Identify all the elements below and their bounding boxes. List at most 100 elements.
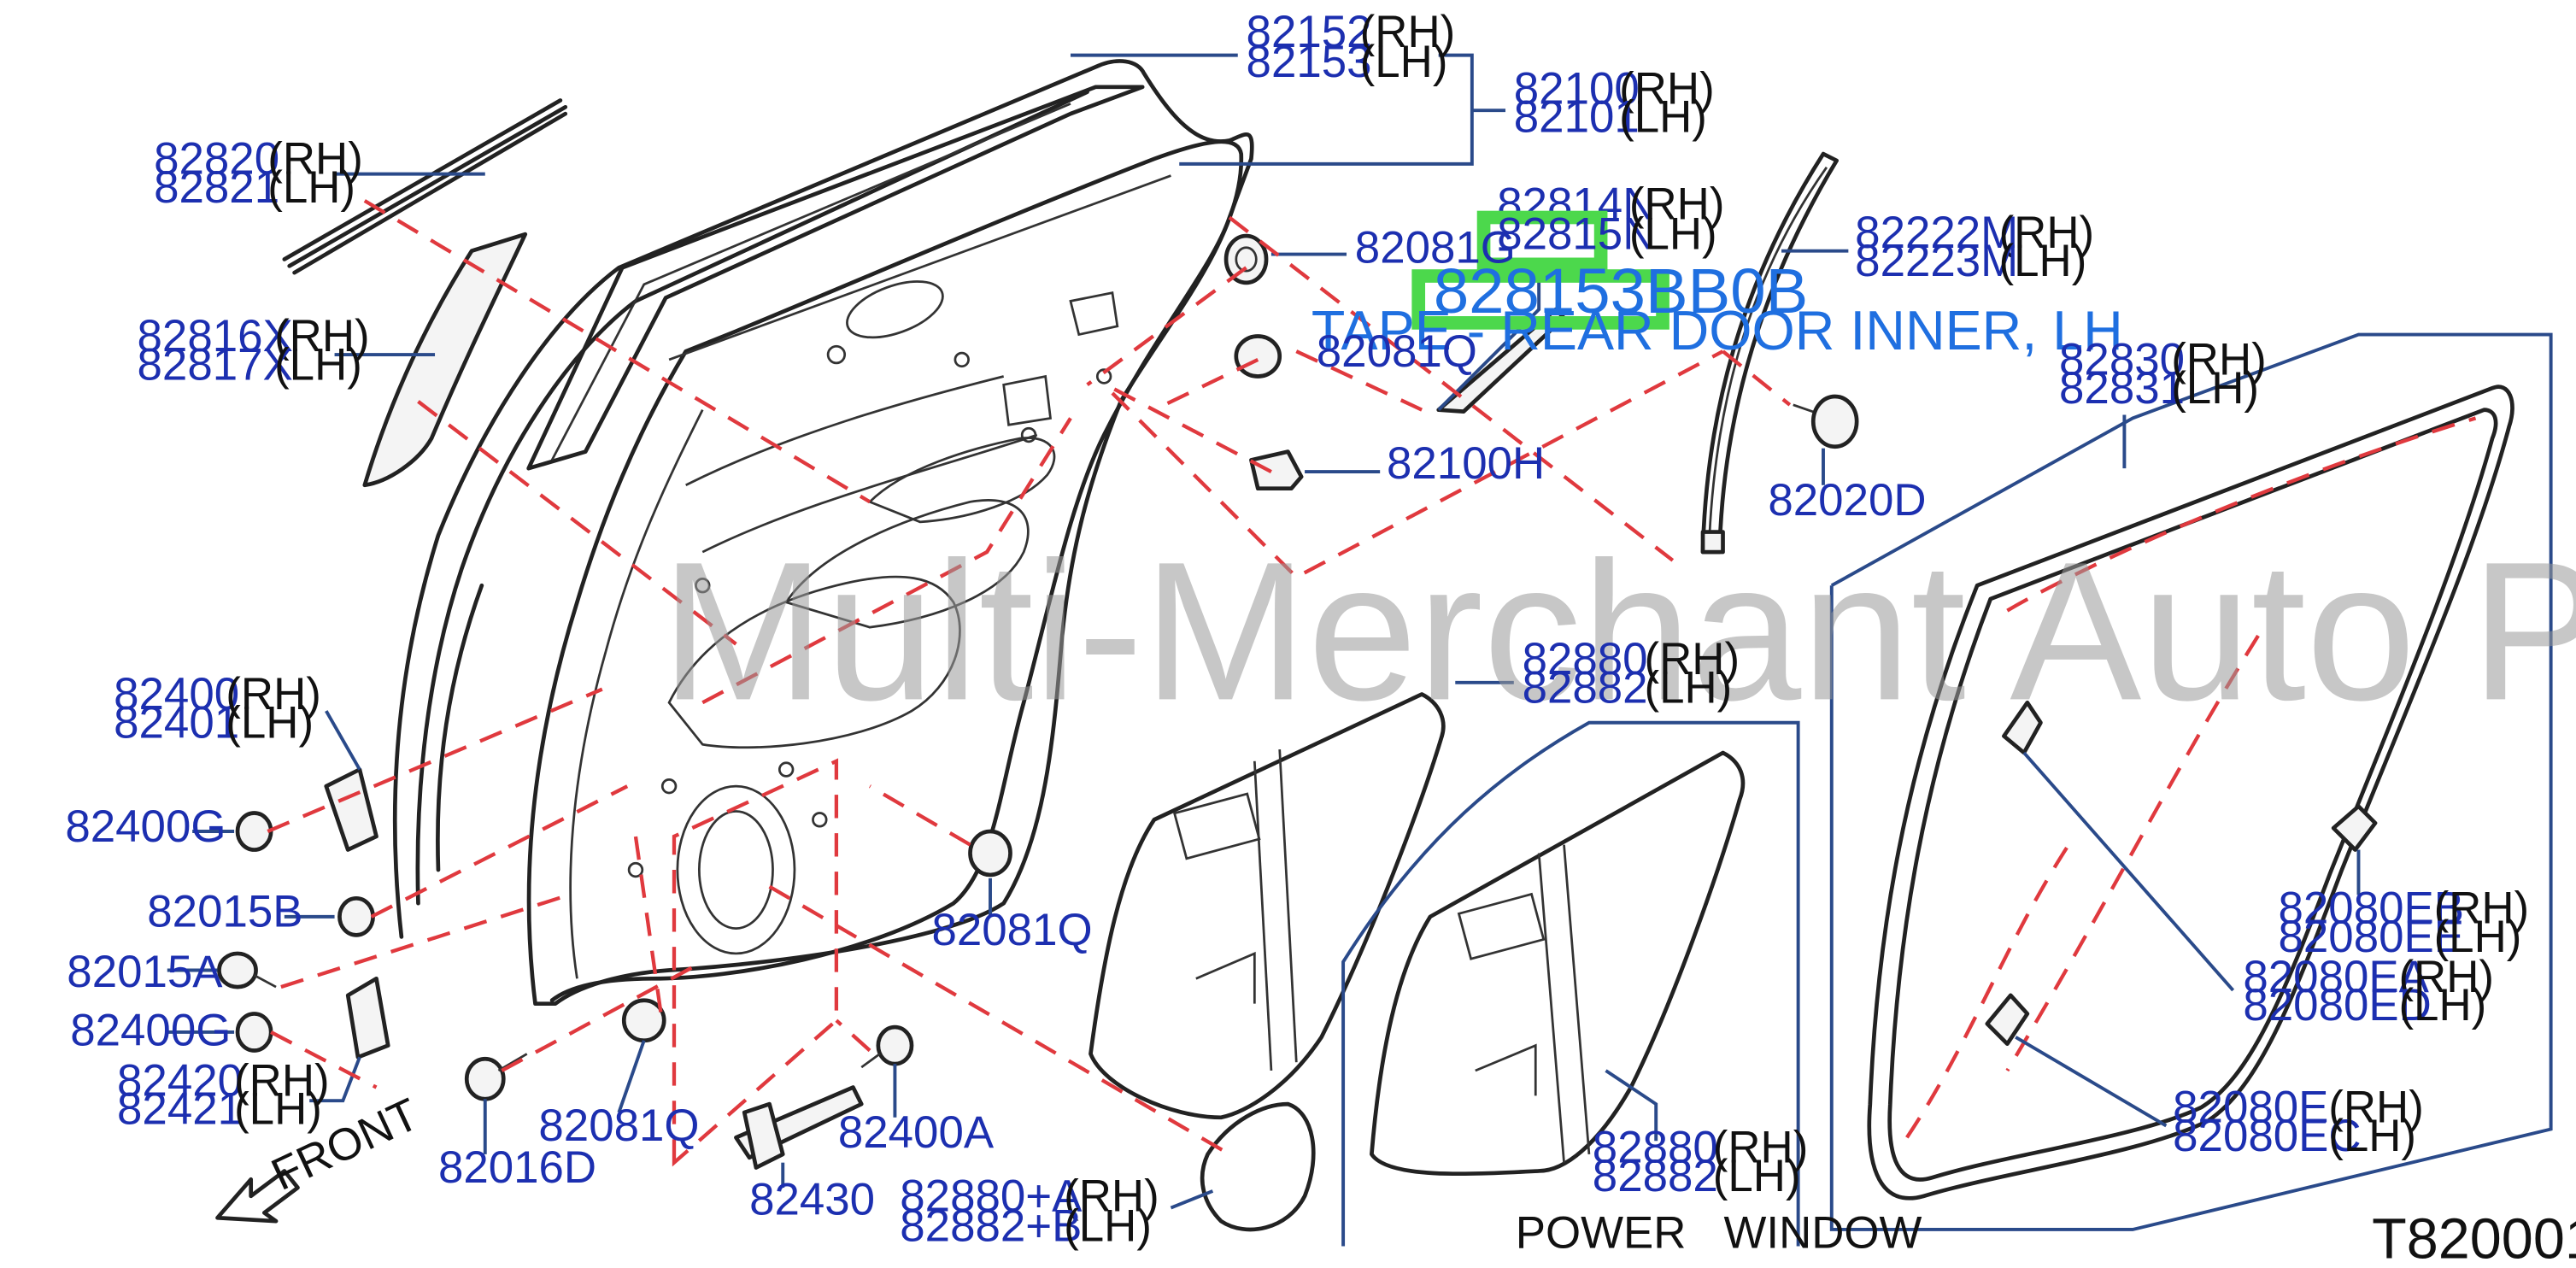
- nut-82400G-bottom-drawing: [235, 1012, 273, 1053]
- clip-82080EA-drawing: [2002, 700, 2043, 755]
- label-82880-top: 82880: [1523, 634, 1648, 684]
- label-82401: 82401: [114, 697, 239, 748]
- door-assembly-drawing: [392, 59, 1254, 1007]
- label-82400G-bottom: 82400G: [70, 1006, 231, 1056]
- label-82882-bottom: 82882: [1593, 1151, 1718, 1201]
- bolt-82020D-drawing: [1793, 394, 1859, 449]
- leader-lines: [167, 53, 2553, 1247]
- label-82153: 82153: [1247, 37, 1372, 87]
- label-82831: 82831: [2059, 363, 2185, 414]
- label-82081Q-bottom: 82081Q: [538, 1101, 699, 1151]
- label-82882-top-side: (LH): [1645, 662, 1733, 713]
- label-82080E: 82080E: [2173, 1083, 2328, 1133]
- label-82081Q-mid: 82081Q: [931, 905, 1092, 955]
- label-82080EE-side: (LH): [2434, 912, 2522, 962]
- label-82080EA: 82080EA: [2243, 952, 2429, 1002]
- plug-82081Q-mid-drawing: [968, 829, 1012, 878]
- label-82100H: 82100H: [1387, 438, 1545, 489]
- label-82830: 82830: [2059, 335, 2185, 385]
- label-82020D: 82020D: [1768, 475, 1926, 525]
- label-82831-side: (LH): [2171, 363, 2259, 414]
- label-82815N-side: (LH): [1629, 209, 1717, 260]
- label-82815N: 82815N: [1497, 209, 1655, 260]
- label-82100: 82100: [1514, 63, 1640, 114]
- label-82015B: 82015B: [147, 887, 302, 937]
- label-82882B: 82882+B: [900, 1201, 1082, 1252]
- label-82080E-side: (RH): [2328, 1083, 2424, 1133]
- label-82816X-side: (RH): [274, 311, 370, 361]
- label-82100-side: (RH): [1619, 63, 1715, 114]
- label-82420-side: (RH): [234, 1055, 330, 1106]
- door-weatherstrip-82830-drawing: [1867, 385, 2514, 1200]
- label-82880-bottom-side: (RH): [1713, 1123, 1809, 1173]
- watermark: Multi-Merchant Auto Partstore: [660, 520, 2576, 741]
- label-82400: 82400: [114, 669, 239, 719]
- outer-weatherstrip-drawing: [282, 98, 568, 275]
- label-82080ED: 82080ED: [2243, 980, 2431, 1030]
- label-82080ED-side: (LH): [2398, 980, 2486, 1030]
- label-82430: 82430: [749, 1174, 875, 1224]
- label-82101: 82101: [1514, 92, 1640, 143]
- label-82882B-side: (LH): [1064, 1201, 1152, 1252]
- grommet-82081G-drawing: [1223, 233, 1269, 285]
- label-82821-side: (LH): [267, 162, 355, 213]
- label-82223M-side: (LH): [1999, 236, 2087, 286]
- label-82816X: 82816X: [138, 311, 293, 361]
- label-82820-side: (RH): [267, 134, 363, 185]
- label-82814N-side: (RH): [1629, 179, 1725, 229]
- label-82101-side: (LH): [1619, 92, 1707, 143]
- lower-hinge-drawing: [345, 976, 390, 1060]
- label-82401-side: (LH): [226, 697, 314, 748]
- label-82081G: 82081G: [1355, 222, 1516, 273]
- sealing-screen-82880A-drawing: [1200, 1101, 1316, 1232]
- bolt-82400A-drawing: [860, 1024, 914, 1069]
- diagram-code: T820001R: [2372, 1207, 2576, 1268]
- label-82015A: 82015A: [67, 947, 223, 997]
- label-82821: 82821: [154, 162, 279, 213]
- front-arrow-icon: [215, 1169, 300, 1224]
- label-82400-side: (RH): [226, 669, 321, 719]
- label-82080EE: 82080EE: [2279, 912, 2465, 962]
- label-82880-top-side: (RH): [1645, 634, 1740, 684]
- label-82080EC: 82080EC: [2173, 1111, 2361, 1161]
- label-82817X: 82817X: [138, 339, 293, 390]
- power-window-label: POWER WINDOW: [1516, 1208, 1922, 1259]
- sash-channel-82222M-drawing: [1700, 151, 1840, 555]
- label-82420: 82420: [117, 1055, 243, 1106]
- label-82080EB: 82080EB: [2279, 883, 2465, 934]
- label-82223M: 82223M: [1855, 236, 2018, 286]
- sealing-screen-82880-bottom-drawing: [1370, 750, 1746, 1177]
- clip-82080E-drawing: [1985, 993, 2030, 1047]
- highlight-box-82815N: [1476, 210, 1608, 272]
- label-82880-bottom: 82880: [1593, 1123, 1718, 1173]
- nut-82015B-drawing: [337, 895, 375, 937]
- upper-hinge-drawing: [324, 767, 378, 852]
- label-82421-side: (LH): [234, 1084, 322, 1135]
- bolt-82015A-drawing: [217, 951, 277, 989]
- label-82152: 82152: [1247, 7, 1372, 57]
- sash-tape-drawing: [362, 232, 528, 488]
- label-82880A: 82880+A: [900, 1171, 1083, 1221]
- label-82080EB-side: (RH): [2434, 883, 2530, 934]
- label-82882-top: 82882: [1523, 662, 1648, 713]
- label-82080EC-side: (LH): [2328, 1111, 2416, 1161]
- label-82830-side: (RH): [2171, 335, 2267, 385]
- label-82016D: 82016D: [438, 1142, 596, 1193]
- door-check-82430-drawing: [734, 1085, 864, 1170]
- label-82400G-top: 82400G: [65, 801, 226, 852]
- highlight-box-part-number: [1411, 269, 1669, 330]
- label-82820: 82820: [154, 134, 279, 185]
- label-82880A-side: (RH): [1064, 1171, 1159, 1221]
- label-82222M-side: (RH): [1999, 208, 2095, 258]
- label-82153-side: (LH): [1360, 37, 1448, 87]
- label-82421: 82421: [117, 1084, 243, 1135]
- plug-82081Q-top-drawing: [1234, 334, 1282, 379]
- label-82152-side: (RH): [1360, 7, 1456, 57]
- label-82081Q-top: 82081Q: [1317, 326, 1477, 377]
- label-82222M: 82222M: [1855, 208, 2018, 258]
- clip-82080EB-drawing: [2331, 804, 2378, 852]
- nut-82400G-top-drawing: [235, 811, 273, 852]
- highlight-part-number[interactable]: 828153BB0B: [1434, 255, 1808, 326]
- sealing-screen-82880-top-drawing: [1088, 692, 1446, 1120]
